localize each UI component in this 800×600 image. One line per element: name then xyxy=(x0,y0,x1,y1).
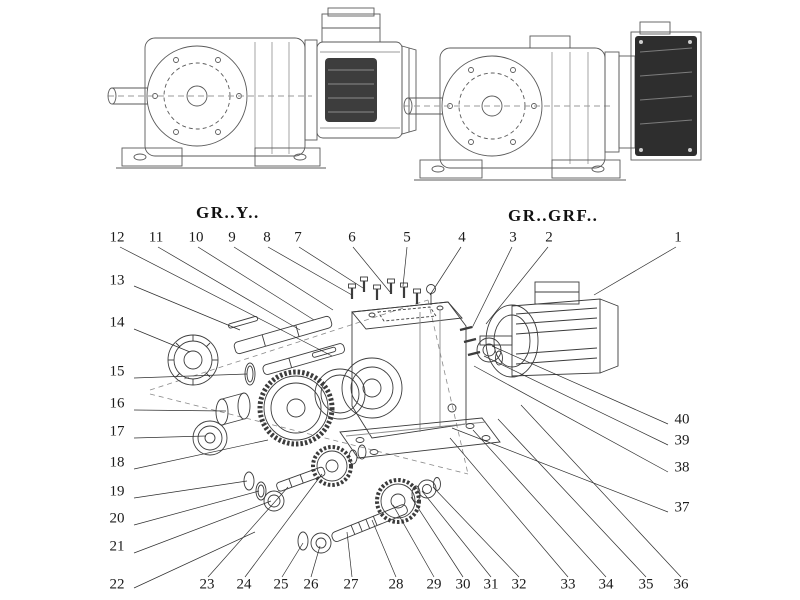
callout-2: 2 xyxy=(545,229,553,246)
large-gear-part xyxy=(257,368,366,447)
callout-22: 22 xyxy=(109,576,125,593)
callout-19: 19 xyxy=(109,483,125,500)
callout-26: 26 xyxy=(303,576,319,593)
callout-36: 36 xyxy=(673,576,689,593)
callout-16: 16 xyxy=(109,395,125,412)
bearing-part-17 xyxy=(192,420,228,456)
callout-40: 40 xyxy=(674,411,690,428)
callout-18: 18 xyxy=(109,454,125,471)
callout-8: 8 xyxy=(263,229,271,246)
gear-part-24 xyxy=(311,444,367,487)
motor-part xyxy=(479,281,619,378)
callout-21: 21 xyxy=(109,538,125,555)
leader-lines xyxy=(119,246,682,589)
gear-part-29 xyxy=(375,478,421,524)
bearing-part-21 xyxy=(263,490,285,512)
top-bolts xyxy=(348,276,436,305)
callout-10: 10 xyxy=(188,229,204,246)
callout-27: 27 xyxy=(343,576,359,593)
callout-28: 28 xyxy=(388,576,404,593)
variant-label-gr-grf: GR..GRF.. xyxy=(508,206,599,225)
callout-33: 33 xyxy=(560,576,576,593)
gearmotor-drawing-gr-y xyxy=(107,7,417,169)
callout-23: 23 xyxy=(199,576,215,593)
callout-9: 9 xyxy=(228,229,236,246)
callout-7: 7 xyxy=(294,229,302,246)
callout-13: 13 xyxy=(109,272,125,289)
callout-25: 25 xyxy=(273,576,289,593)
callout-5: 5 xyxy=(403,229,411,246)
callout-6: 6 xyxy=(348,229,356,246)
callout-35: 35 xyxy=(638,576,654,593)
sleeve-part xyxy=(215,392,251,426)
callout-34: 34 xyxy=(598,576,614,593)
callout-17: 17 xyxy=(109,423,125,440)
variant-label-gr-y: GR..Y.. xyxy=(196,203,260,222)
callout-39: 39 xyxy=(674,432,690,449)
ring-part-32 xyxy=(433,477,441,491)
callout-37: 37 xyxy=(674,499,690,516)
callout-1: 1 xyxy=(674,229,682,246)
callout-31: 31 xyxy=(483,576,499,593)
callout-12: 12 xyxy=(109,229,125,246)
projection-lines xyxy=(149,299,469,475)
callout-30: 30 xyxy=(455,576,471,593)
input-pinion-shaft-part xyxy=(331,504,408,542)
callout-29: 29 xyxy=(426,576,442,593)
callout-14: 14 xyxy=(109,314,125,331)
gearmotor-drawing-gr-grf xyxy=(403,21,702,181)
callout-3: 3 xyxy=(509,229,517,246)
bearing-part-31 xyxy=(417,479,437,499)
input-hardware xyxy=(459,325,503,366)
washer-part-20 xyxy=(255,481,267,501)
callout-15: 15 xyxy=(109,363,125,380)
washer-part-19 xyxy=(243,471,255,491)
callout-20: 20 xyxy=(109,510,125,527)
callout-24: 24 xyxy=(236,576,252,593)
callout-11: 11 xyxy=(148,229,164,246)
pinion-shaft-part xyxy=(276,466,326,492)
bearing-ring-part xyxy=(167,334,219,386)
washer-part-25 xyxy=(297,531,309,551)
housing-part xyxy=(339,301,501,459)
bearing-part-26 xyxy=(310,532,332,554)
upper-shafts xyxy=(228,315,345,375)
callout-38: 38 xyxy=(674,459,690,476)
exploded-view-parts xyxy=(167,276,619,554)
callout-4: 4 xyxy=(458,229,466,246)
callout-32: 32 xyxy=(511,576,527,593)
